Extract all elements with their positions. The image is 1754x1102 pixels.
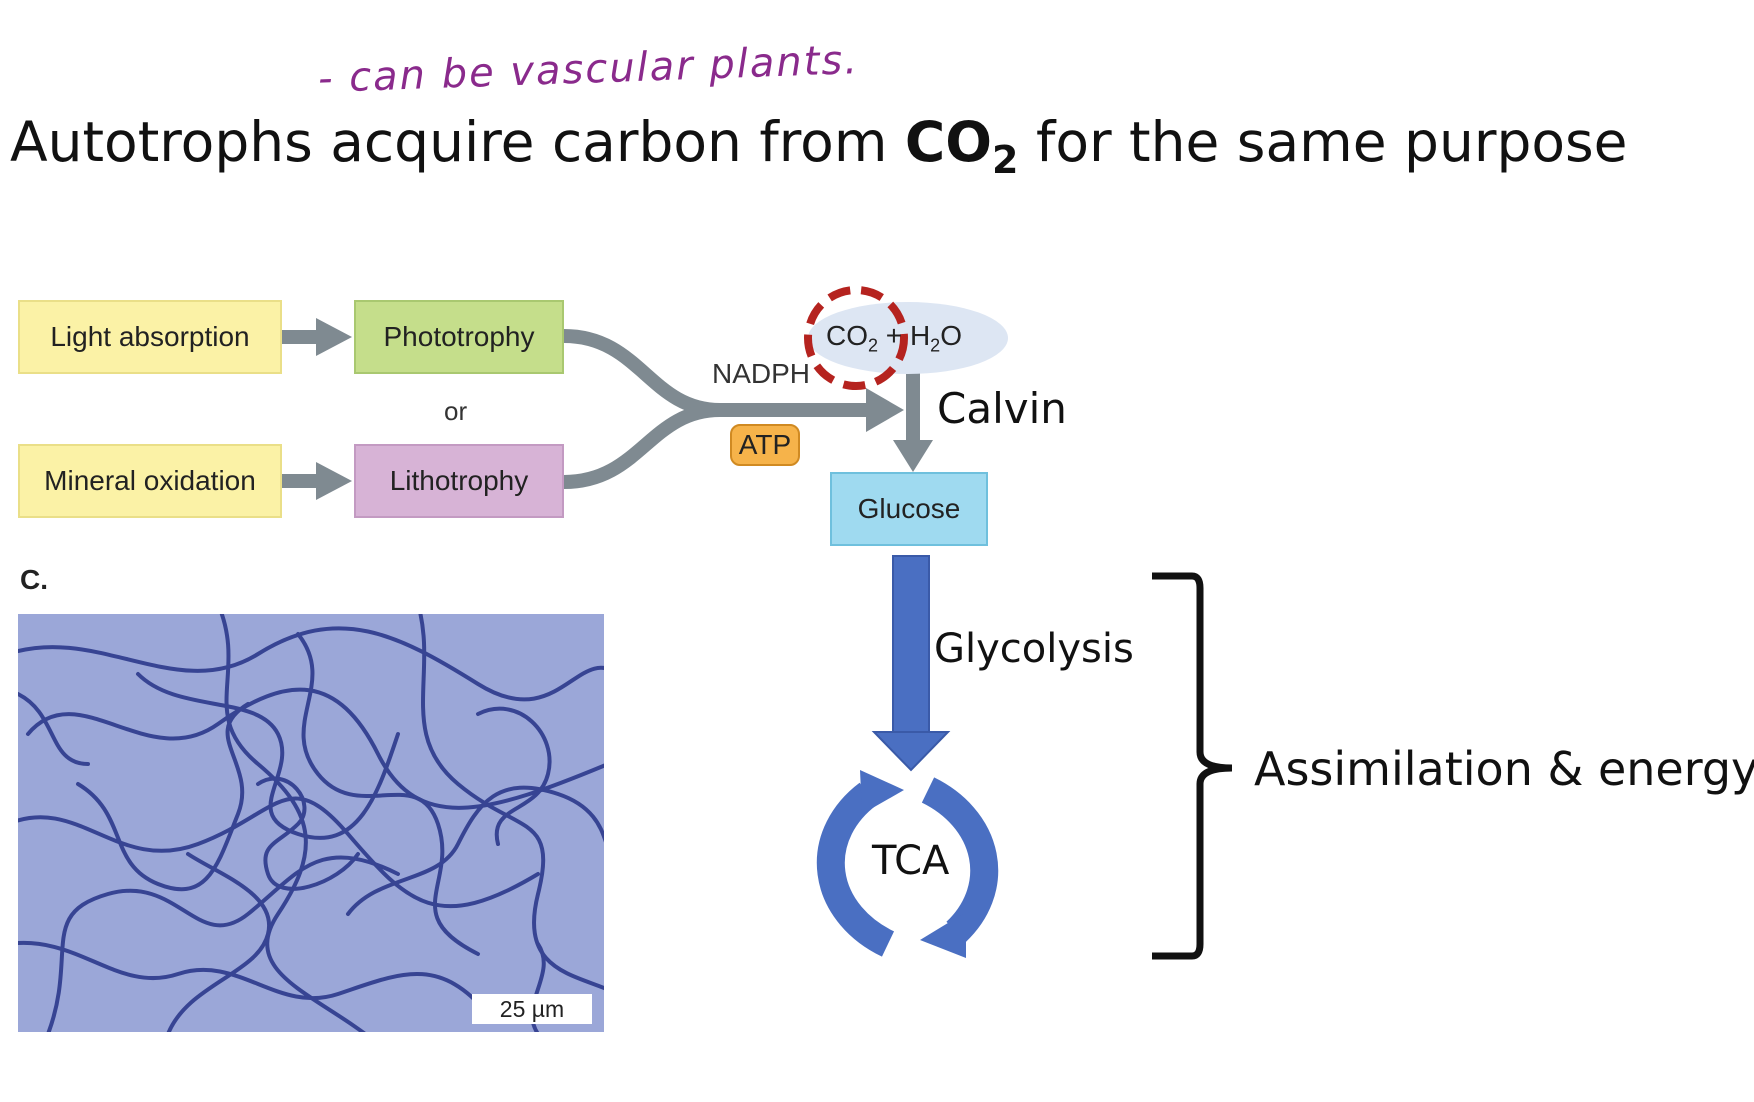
co2-text: CO — [826, 320, 868, 351]
nadph-atp-arrow — [700, 388, 904, 432]
lithotrophy-box: Lithotrophy — [354, 444, 564, 518]
co2-subscript: 2 — [868, 335, 879, 356]
scale-bar: 25 µm — [472, 994, 592, 1024]
tca-right-arc — [921, 777, 999, 943]
slide-title: Autotrophs acquire carbon from CO2 for t… — [10, 110, 1628, 182]
phototrophy-label: Phototrophy — [383, 321, 535, 352]
co2-h2o-label: CO2 + H2O — [826, 320, 962, 357]
lithotrophy-merge-curve — [563, 403, 721, 489]
title-suffix: for the same purpose — [1018, 110, 1628, 174]
glycolysis-arrow — [871, 555, 951, 772]
lithotrophy-label: Lithotrophy — [389, 465, 529, 496]
title-co: CO — [904, 110, 993, 174]
scale-bar-label: 25 µm — [499, 995, 565, 1022]
tca-label: TCA — [872, 838, 950, 884]
or-label: or — [444, 396, 468, 426]
atp-badge: ATP — [730, 424, 800, 466]
filament-micrograph — [18, 614, 604, 1032]
panel-label: C. — [20, 564, 48, 595]
nadph-label: NADPH — [712, 358, 811, 389]
title-prefix: Autotrophs acquire carbon from — [10, 110, 905, 174]
tca-left-arc — [816, 782, 895, 957]
mineral-oxidation-box: Mineral oxidation — [18, 444, 282, 518]
light-to-phototrophy-arrow — [282, 318, 352, 356]
assimilation-bracket — [1152, 572, 1233, 960]
h2o-h-text: H — [909, 320, 931, 351]
title-co2-subscript: 2 — [992, 138, 1019, 182]
light-absorption-box: Light absorption — [18, 300, 282, 374]
tca-left-arrowhead — [860, 770, 904, 814]
calvin-arrow — [893, 370, 933, 472]
h2o-o-text: O — [940, 320, 962, 351]
atp-label: ATP — [738, 429, 792, 460]
mineral-to-lithotrophy-arrow — [282, 462, 352, 500]
glucose-box: Glucose — [830, 472, 988, 546]
glycolysis-label: Glycolysis — [934, 626, 1134, 672]
micrograph-image — [18, 614, 604, 1032]
plus-sign: + — [885, 320, 903, 351]
tca-right-arrowhead — [920, 912, 966, 958]
calvin-label: Calvin — [937, 384, 1067, 433]
tca-cycle-arrows — [816, 770, 999, 958]
phototrophy-merge-curve — [563, 329, 721, 417]
glucose-label: Glucose — [857, 493, 961, 524]
light-absorption-label: Light absorption — [50, 321, 250, 352]
assimilation-label: Assimilation & energy — [1254, 742, 1754, 796]
co2-highlight-ring — [804, 286, 908, 390]
title-co2: CO2 — [904, 110, 1019, 182]
mineral-oxidation-label: Mineral oxidation — [44, 465, 256, 496]
h2o-subscript: 2 — [930, 335, 941, 356]
phototrophy-box: Phototrophy — [354, 300, 564, 374]
